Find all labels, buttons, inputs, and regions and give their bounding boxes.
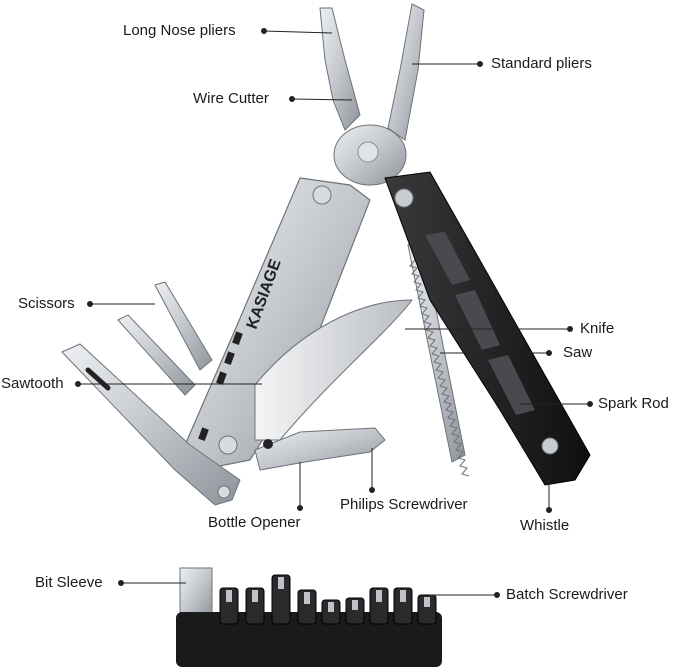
label-whistle: Whistle bbox=[520, 517, 570, 534]
bit-set bbox=[176, 567, 442, 667]
bit-sleeve-tool bbox=[179, 567, 213, 619]
label-standard-pliers: Standard pliers bbox=[491, 55, 592, 72]
pivot-joint bbox=[333, 124, 407, 186]
label-saw: Saw bbox=[563, 344, 593, 361]
label-sawtooth: Sawtooth bbox=[1, 375, 64, 392]
label-spark-rod: Spark Rod bbox=[598, 395, 669, 412]
long-nose-pliers-jaw bbox=[319, 7, 361, 131]
label-scissors: Scissors bbox=[18, 295, 75, 312]
knife-blade bbox=[254, 299, 413, 441]
philips-screwdriver-tool bbox=[254, 427, 386, 471]
scissors-blade bbox=[154, 281, 213, 371]
label-philips-screwdriver: Philips Screwdriver bbox=[340, 496, 468, 513]
label-bit-sleeve: Bit Sleeve bbox=[35, 574, 103, 591]
label-batch-screwdriver: Batch Screwdriver bbox=[506, 586, 628, 603]
label-bottle-opener: Bottle Opener bbox=[208, 514, 301, 531]
label-knife: Knife bbox=[580, 320, 615, 337]
left-steel-handle: KASIAGE bbox=[184, 177, 371, 471]
label-wire-cutter: Wire Cutter bbox=[193, 90, 269, 107]
label-long-nose-pliers: Long Nose pliers bbox=[123, 22, 236, 39]
standard-pliers-jaw bbox=[387, 3, 425, 141]
sawtooth-blade bbox=[117, 314, 196, 396]
leader-lines bbox=[75, 28, 593, 598]
